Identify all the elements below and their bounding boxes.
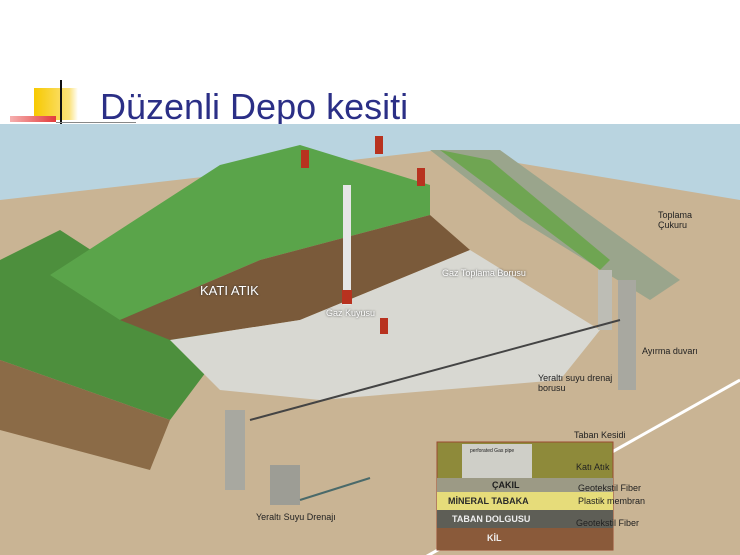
title-decoration-underline [56, 122, 136, 123]
layer-label-gravel: ÇAKIL [492, 480, 520, 490]
slide-title: Düzenli Depo kesiti [100, 86, 409, 127]
layer-label-fill: TABAN DOLGUSU [452, 514, 531, 524]
groundwater-drain-pipe [249, 319, 621, 421]
drain-shaft [225, 410, 245, 490]
gas-well [343, 185, 351, 305]
layer-gravel [437, 478, 613, 492]
label-collection-pit: Toplama Çukuru [658, 210, 693, 230]
layer-label-mineral: MİNERAL TABAKA [448, 496, 529, 506]
layer-fill [437, 510, 613, 528]
callout-geotextile-1: Geotekstil Fiber [578, 483, 642, 493]
layer-clay [437, 528, 613, 550]
collection-pit [598, 270, 612, 330]
label-base-section: Taban Kesidi [574, 430, 626, 440]
label-gas-collection-pipe: Gaz Toplama Borusu [442, 268, 526, 278]
waste-body [120, 215, 470, 340]
drain-pipe [299, 477, 371, 501]
landfill-cross-section-illustration [0, 124, 740, 555]
drain-box [270, 465, 300, 505]
inset-gas-pipe-picture [462, 444, 532, 478]
label-groundwater-drain-pipe: Yeraltı suyu drenaj borusu [538, 373, 613, 393]
vent-1 [301, 150, 309, 168]
green-cap [50, 145, 430, 320]
title-decoration-line [60, 80, 62, 126]
right-berm-grass [440, 150, 610, 270]
vent-4 [380, 318, 388, 334]
label-solid-waste: KATI ATIK [200, 283, 259, 298]
layer-label-clay: KİL [487, 533, 502, 543]
inset-gas-pipe-text: perforated Gas pipe [470, 448, 515, 454]
title-decoration-red [10, 116, 56, 122]
vent-2 [375, 136, 383, 154]
label-groundwater-drainage: Yeraltı Suyu Drenajı [256, 512, 336, 522]
left-soil [0, 360, 170, 470]
gas-well-base [342, 290, 352, 304]
label-gas-well: Gaz Kuyusu [326, 308, 376, 318]
layer-mineral [437, 492, 613, 510]
callout-plastic-membrane: Plastik membran [578, 496, 646, 506]
vent-3 [417, 168, 425, 186]
title-decoration-yellow [34, 88, 78, 120]
callout-geotextile-2: Geotekstil Fiber [576, 518, 640, 528]
callout-solid-waste: Katı Atık [576, 462, 610, 472]
separation-wall [618, 280, 636, 390]
label-separation-wall: Ayırma duvarı [642, 346, 698, 356]
sky [0, 124, 740, 200]
